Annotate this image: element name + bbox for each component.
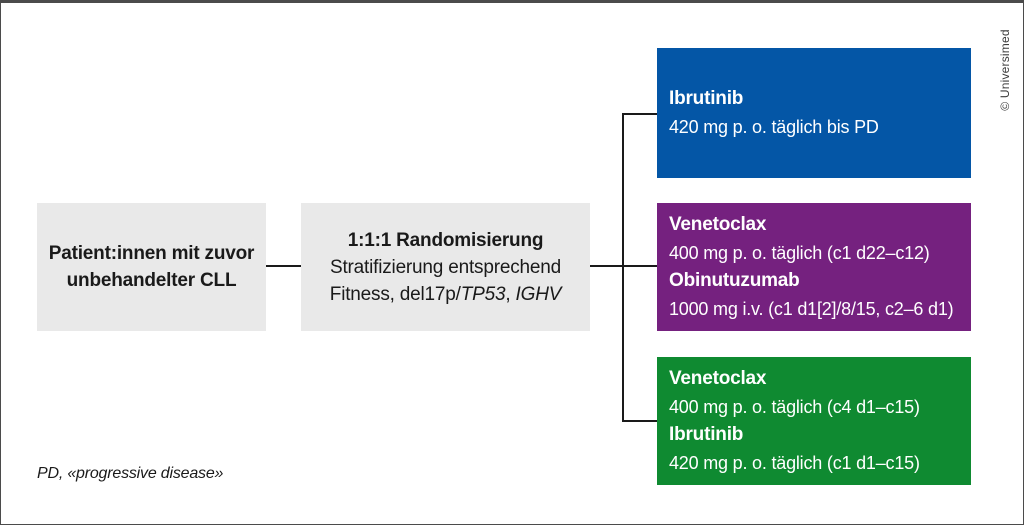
patient-population-line1: Patient:innen mit zuvor bbox=[48, 243, 255, 264]
arm-venetoclax-obinutuzumab-box: Venetoclax 400 mg p. o. täglich (c1 d22–… bbox=[657, 203, 971, 331]
patient-population-line2: unbehandelter CLL bbox=[66, 270, 237, 291]
arm1-drug-name: Ibrutinib bbox=[669, 88, 744, 109]
copyright-credit: © Universimed bbox=[998, 29, 1012, 111]
arm3-drug1-dose-line: 400 mg p. o. täglich (c4 d1–c15) bbox=[669, 397, 920, 417]
stratification-factor-tp53: TP53 bbox=[460, 283, 506, 305]
randomization-title: 1:1:1 Randomisierung bbox=[347, 229, 544, 251]
arm3-drug1-name: Venetoclax bbox=[669, 368, 767, 389]
connector-branch-trunk bbox=[622, 113, 624, 422]
stratification-factor-ighv: IGHV bbox=[515, 283, 562, 305]
arm3-drug2-name: Ibrutinib bbox=[669, 424, 744, 445]
arm3-drug2-dose-line: 420 mg p. o. täglich (c1 d1–c15) bbox=[669, 453, 920, 473]
arm2-drug1-name: Venetoclax bbox=[669, 214, 767, 235]
arm-venetoclax-ibrutinib-box: Venetoclax 400 mg p. o. täglich (c4 d1–c… bbox=[657, 357, 971, 485]
connector-branch-to-arm3 bbox=[622, 420, 657, 422]
stratification-factors-plain: Fitness, del17p/ bbox=[329, 283, 461, 305]
stratification-line: Stratifizierung entsprechend bbox=[330, 256, 561, 278]
randomization-box: 1:1:1 Randomisierung Stratifizierung ent… bbox=[301, 203, 590, 331]
abbreviation-footnote: PD, «progressive disease» bbox=[37, 465, 224, 482]
stratification-factors-separator: , bbox=[505, 283, 516, 305]
patient-population-box: Patient:innen mit zuvor unbehandelter CL… bbox=[37, 203, 266, 331]
arm1-dose-line: 420 mg p. o. täglich bis PD bbox=[669, 117, 879, 137]
stratification-factors-line: Fitness, del17p/TP53, IGHV bbox=[301, 281, 590, 308]
connector-branch-to-arm1 bbox=[622, 113, 657, 115]
arm-ibrutinib-box: Ibrutinib 420 mg p. o. täglich bis PD bbox=[657, 48, 971, 178]
arm2-drug2-name: Obinutuzumab bbox=[669, 270, 800, 291]
arm2-drug2-dose-line: 1000 mg i.v. (c1 d1[2]/8/15, c2–6 d1) bbox=[669, 299, 954, 319]
connector-patient-to-randomization bbox=[266, 265, 301, 267]
arm2-drug1-dose-line: 400 mg p. o. täglich (c1 d22–c12) bbox=[669, 243, 930, 263]
